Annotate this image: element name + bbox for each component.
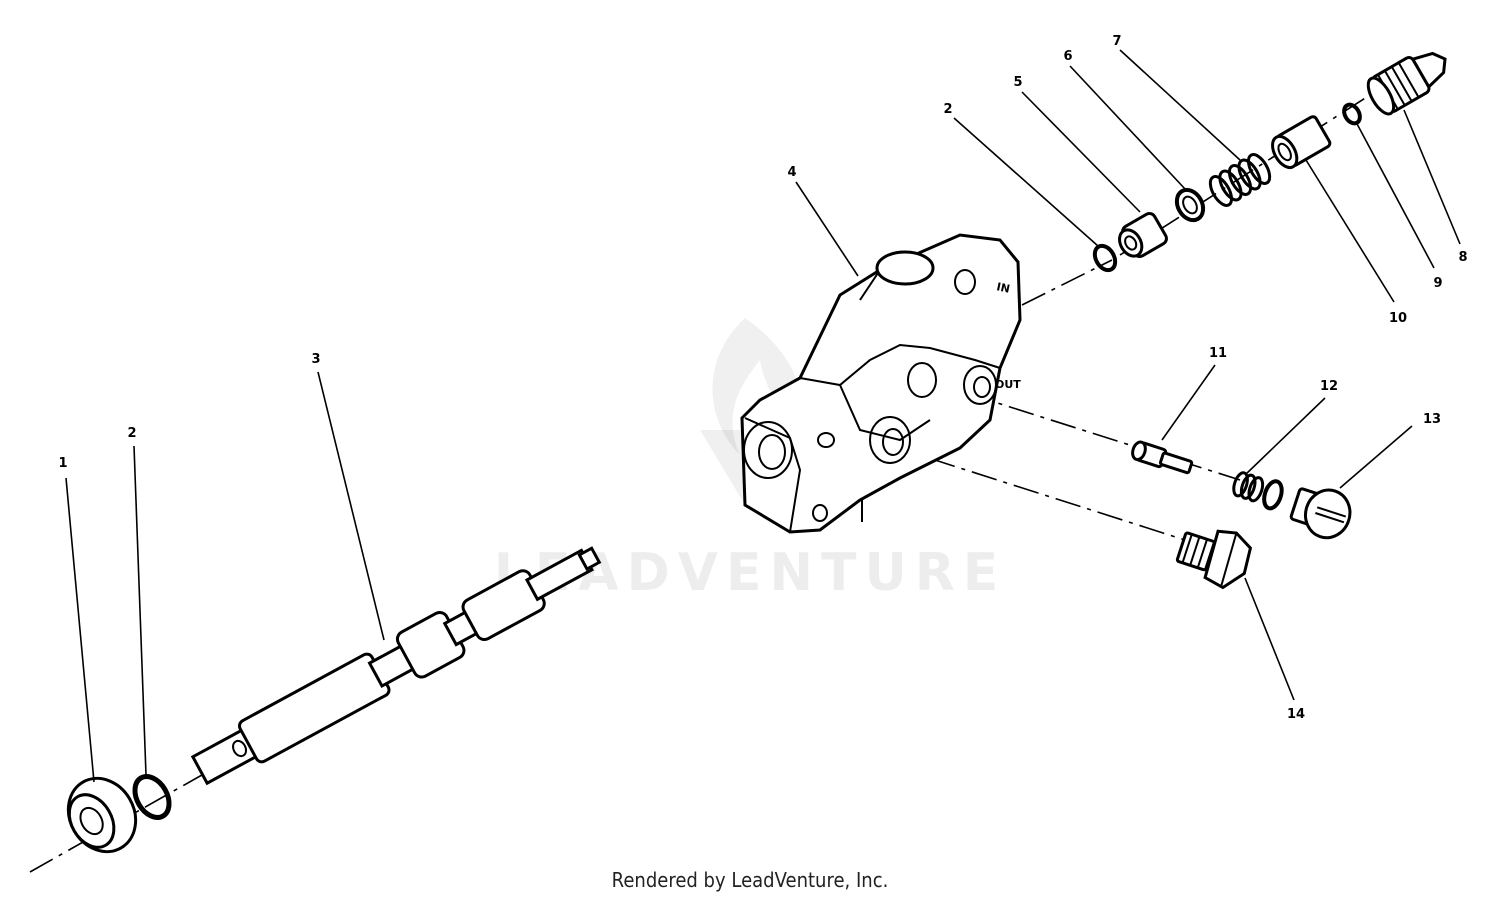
part-o-ring-right	[1092, 243, 1118, 273]
part-fitting	[1366, 51, 1447, 116]
housing-out-label: OUT	[995, 378, 1021, 391]
part-o-ring-small	[1342, 102, 1362, 126]
callout-7: 7	[1112, 34, 1121, 49]
part-poppet	[1118, 211, 1168, 259]
leader-lines	[65, 49, 1461, 783]
part-sleeve	[1271, 115, 1332, 170]
part-seal	[66, 776, 138, 854]
callout-4: 4	[787, 165, 796, 180]
callout-2-right: 2	[943, 102, 952, 117]
part-spring-small	[1232, 471, 1284, 511]
callout-5: 5	[1013, 75, 1022, 90]
callout-6: 6	[1063, 49, 1072, 64]
part-valve-housing: IN OUT	[740, 233, 1022, 534]
callout-8: 8	[1458, 250, 1467, 265]
callout-14: 14	[1287, 707, 1305, 722]
part-spool-shaft	[190, 546, 602, 786]
footer-credit: Rendered by LeadVenture, Inc.	[611, 868, 889, 892]
callout-9: 9	[1433, 276, 1442, 291]
part-slotted-plug	[1289, 487, 1352, 540]
callout-numbers: 1 2 3 4 2 5 6 7 10 9 8 11 12 13 14	[58, 34, 1467, 722]
callout-2-left: 2	[127, 426, 136, 441]
callout-3: 3	[311, 352, 320, 367]
part-o-ring-left	[132, 774, 172, 820]
callout-1: 1	[58, 456, 67, 471]
part-washer	[1174, 187, 1206, 223]
part-spring-large	[1208, 153, 1272, 207]
callout-11: 11	[1209, 346, 1227, 361]
housing-in-label: IN	[995, 280, 1011, 295]
callout-13: 13	[1423, 412, 1441, 427]
callout-10: 10	[1389, 311, 1407, 326]
callout-12: 12	[1320, 379, 1338, 394]
part-needle-valve	[1131, 440, 1194, 475]
part-hex-plug	[1175, 529, 1253, 590]
